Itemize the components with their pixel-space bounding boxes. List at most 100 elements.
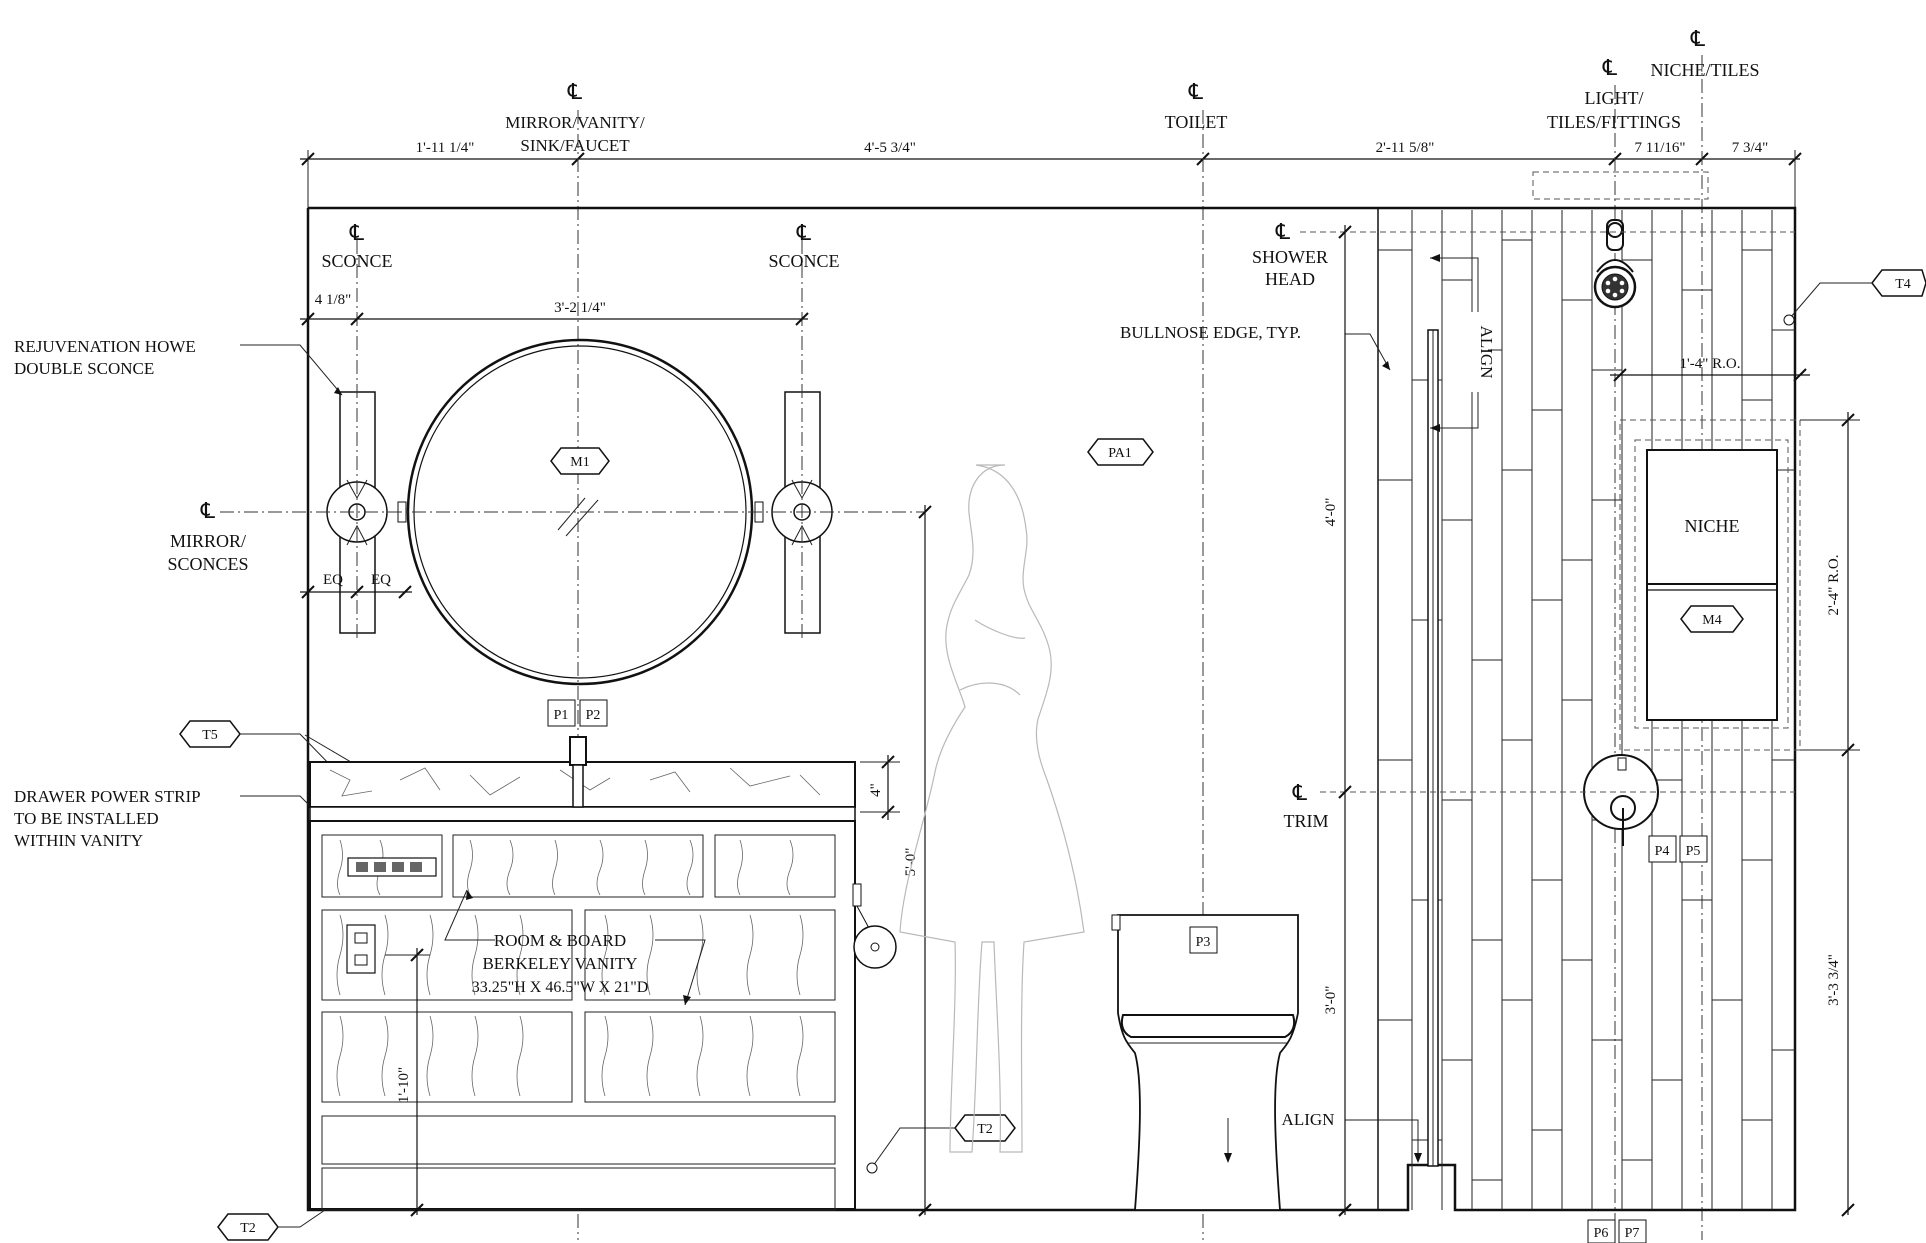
align-bottom-label: ALIGN xyxy=(1282,1110,1335,1129)
shower-head-label-2: HEAD xyxy=(1265,269,1315,289)
dim-trim-height: 3'-0" xyxy=(1323,986,1339,1015)
towel-ring xyxy=(852,883,897,969)
human-figure-silhouette xyxy=(899,464,1085,1153)
bullnose-label: BULLNOSE EDGE, TYP. xyxy=(1120,323,1301,342)
cl-mirror-label-2: SINK/FAUCET xyxy=(520,136,630,155)
p5-box: P5 xyxy=(1679,835,1708,863)
trim-label: TRIM xyxy=(1284,811,1329,831)
eq-left: EQ xyxy=(323,572,343,588)
sconce-right xyxy=(771,391,833,634)
top-dimension-string: 1'-11 1/4" 4'-5 3/4" 2'-11 5/8" 7 11/16"… xyxy=(300,140,1802,210)
svg-text:T5: T5 xyxy=(202,728,218,743)
svg-text:M1: M1 xyxy=(570,455,589,470)
dim-top-3: 2'-11 5/8" xyxy=(1376,140,1435,156)
vanity-annotation: ROOM & BOARD BERKELEY VANITY 33.25"H X 4… xyxy=(444,889,706,1006)
svg-text:P3: P3 xyxy=(1196,935,1211,950)
svg-text:P1: P1 xyxy=(554,708,569,723)
cl-toilet-label: TOILET xyxy=(1165,112,1228,132)
p1-box: P1 xyxy=(547,699,576,727)
eq-right: EQ xyxy=(371,572,391,588)
svg-text:T4: T4 xyxy=(1895,277,1911,292)
cl-symbol-mirror-sconces: ℄ xyxy=(200,498,216,523)
dim-sconce-spacing: 3'-2 1/4" xyxy=(554,300,606,316)
shower-annotations: ℄ SHOWER HEAD BULLNOSE EDGE, TYP. ALIGN … xyxy=(1120,219,1795,1163)
cl-symbol-shower-head: ℄ xyxy=(1275,219,1291,244)
tag-m1: M1 xyxy=(550,447,610,475)
cl-light-label-1: LIGHT/ xyxy=(1585,88,1644,108)
mirror-sconces-label-1: MIRROR/ xyxy=(170,531,246,551)
cl-symbol-niche: ℄ xyxy=(1690,26,1706,51)
sconce-centerlines: ℄ SCONCE ℄ SCONCE xyxy=(220,220,925,640)
rejuvenation-label-1: REJUVENATION HOWE xyxy=(14,337,196,356)
shower-trim-valve xyxy=(1583,754,1659,846)
svg-text:PA1: PA1 xyxy=(1108,446,1132,461)
left-annotations: REJUVENATION HOWE DOUBLE SCONCE ℄ MIRROR… xyxy=(14,337,371,867)
mirror-sconces-label-2: SCONCES xyxy=(167,554,248,574)
svg-text:T2: T2 xyxy=(977,1122,993,1137)
plumbing-tags: P1 P2 P3 P4 P5 P6 P7 xyxy=(547,699,1708,1243)
wall-outlet xyxy=(346,924,376,974)
dim-niche-ro-width: 1'-4" R.O. xyxy=(1680,356,1741,372)
cl-mirror-line1: MIRROR/VANITY/ xyxy=(505,113,645,132)
tag-t4: T4 xyxy=(1783,269,1926,326)
align-vertical-label: ALIGN xyxy=(1477,326,1496,379)
svg-text:P7: P7 xyxy=(1625,1226,1640,1241)
vanity-label-3: 33.25"H X 46.5"W X 21"D xyxy=(472,979,649,996)
niche-rough-opening xyxy=(1619,419,1801,751)
drawer-strip-label-1: DRAWER POWER STRIP xyxy=(14,787,201,806)
toilet xyxy=(1111,914,1299,1211)
svg-text:P5: P5 xyxy=(1686,844,1701,859)
dim-countertop: 4" xyxy=(868,783,884,797)
drawer-strip-label-3: WITHIN VANITY xyxy=(14,831,143,850)
vanity-dimensions: 4" 5'-0" 1'-10" xyxy=(385,505,932,1217)
cl-symbol-sconce-left: ℄ xyxy=(349,220,365,245)
dim-sconce-offset: 4 1/8" xyxy=(315,292,352,308)
p4-box: P4 xyxy=(1648,835,1677,863)
tag-t2-mid: T2 xyxy=(866,1114,1016,1174)
cl-light-label-2: TILES/FITTINGS xyxy=(1547,112,1681,132)
cl-mirror-label: MIRROR/VANITY/ xyxy=(505,113,645,132)
sconce-left-label: SCONCE xyxy=(321,251,392,271)
dim-top-1: 1'-11 1/4" xyxy=(416,140,475,156)
p3-box: P3 xyxy=(1189,926,1218,954)
top-centerline-markers: ℄ MIRROR/VANITY/ SINK/FAUCET ℄ TOILET ℄ … xyxy=(505,26,1759,155)
dim-outlet-height: 1'-10" xyxy=(396,1067,412,1103)
dim-niche-sill: 3'-3 3/4" xyxy=(1826,954,1842,1006)
svg-text:P6: P6 xyxy=(1594,1226,1609,1241)
dim-top-4: 7 11/16" xyxy=(1635,140,1686,156)
dim-top-2: 4'-5 3/4" xyxy=(864,140,916,156)
vanity-label-1: ROOM & BOARD xyxy=(494,931,626,950)
svg-text:P4: P4 xyxy=(1655,844,1670,859)
shower-dimensions: 4'-0" 3'-0" 1'-4" R.O. 2'-4" R.O. 3'-3 3… xyxy=(1323,225,1860,1217)
dim-top-5: 7 3/4" xyxy=(1732,140,1769,156)
cl-symbol-sconce-right: ℄ xyxy=(796,220,812,245)
dim-head-height: 4'-0" xyxy=(1323,498,1339,527)
svg-text:T2: T2 xyxy=(240,1221,256,1236)
sconce-right-label: SCONCE xyxy=(768,251,839,271)
p7-box: P7 xyxy=(1618,1219,1647,1243)
svg-text:P2: P2 xyxy=(586,708,601,723)
sconce-dimensions: 4 1/8" 3'-2 1/4" EQ EQ xyxy=(300,292,809,599)
dim-niche-ro-height: 2'-4" R.O. xyxy=(1826,555,1842,616)
cl-symbol-trim: ℄ xyxy=(1292,780,1308,805)
shower-tile-wall: NICHE xyxy=(1378,210,1801,1210)
cl-symbol-light: ℄ xyxy=(1602,55,1618,80)
p2-box: P2 xyxy=(579,699,608,727)
cl-niche-label: NICHE/TILES xyxy=(1651,60,1760,80)
drawer-strip-label-2: TO BE INSTALLED xyxy=(14,809,159,828)
tag-m4: M4 xyxy=(1680,605,1744,633)
rejuvenation-label-2: DOUBLE SCONCE xyxy=(14,359,154,378)
light-fixture-outline xyxy=(1532,171,1709,200)
faucet xyxy=(569,736,587,766)
shower-head-label-1: SHOWER xyxy=(1252,247,1328,267)
tag-t2-bottom: T2 xyxy=(217,1186,357,1241)
shower-head xyxy=(1593,219,1637,309)
niche-label: NICHE xyxy=(1685,516,1740,536)
tag-pa1: PA1 xyxy=(1087,438,1154,466)
vanity xyxy=(309,736,897,1211)
svg-text:M4: M4 xyxy=(1702,613,1721,628)
dim-vanity-height: 5'-0" xyxy=(903,848,919,877)
cl-symbol-toilet: ℄ xyxy=(1188,79,1204,104)
cl-symbol-mirror: ℄ xyxy=(567,79,583,104)
